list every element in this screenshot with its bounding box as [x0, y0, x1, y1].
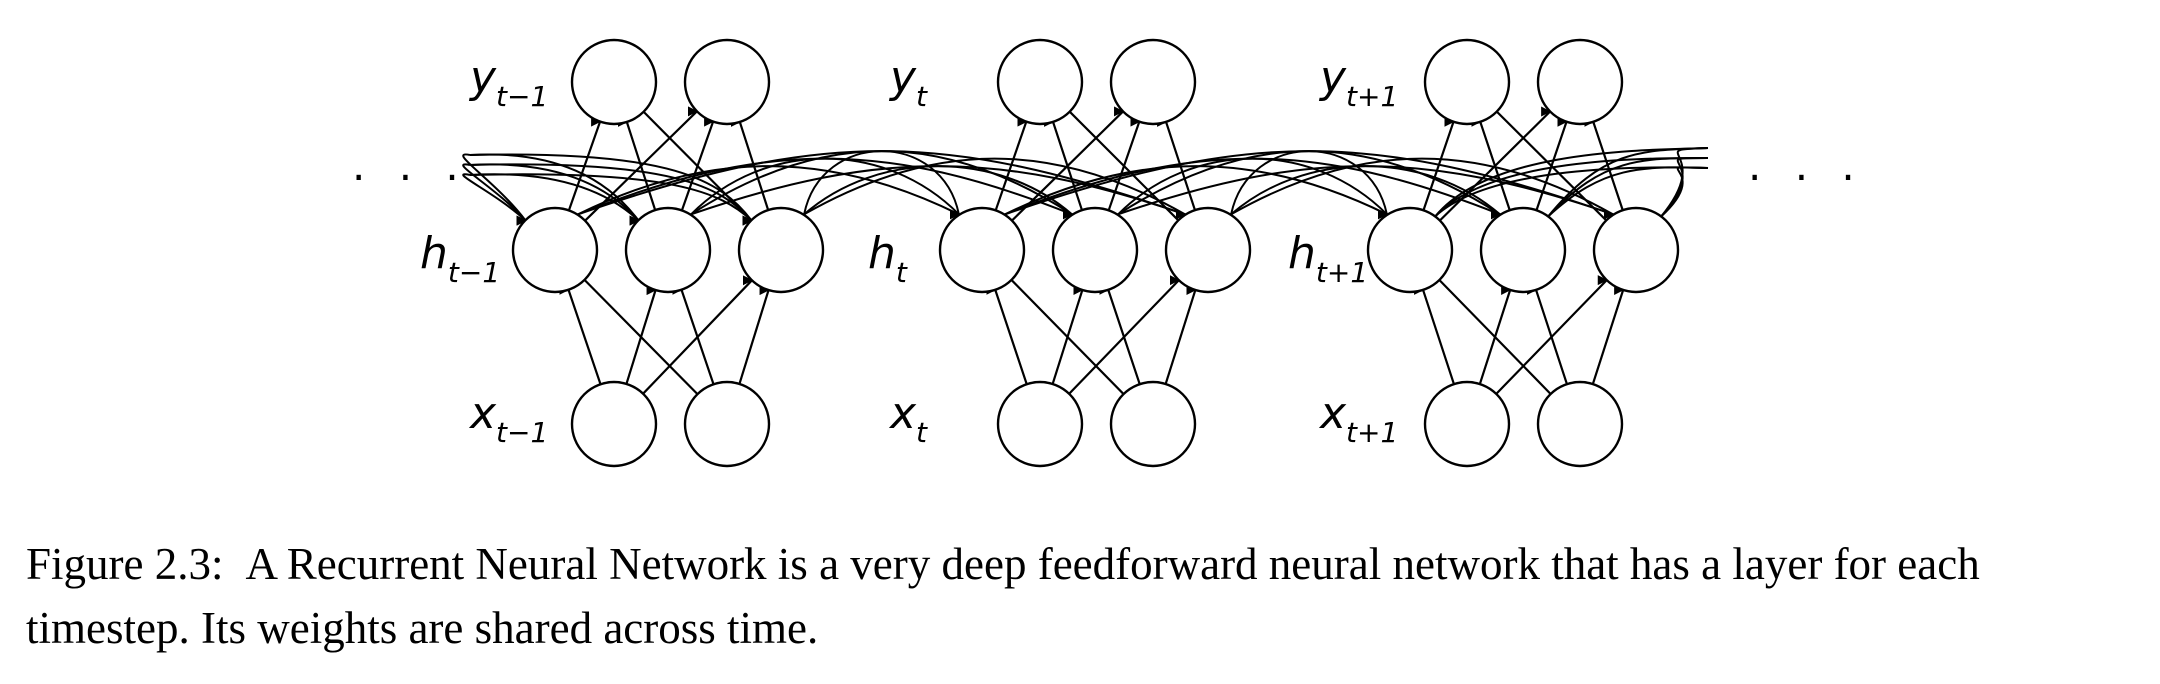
hidden-node-1-1: [1051, 206, 1139, 294]
input-to-hidden-edge: [986, 284, 1028, 385]
y-label-2: yt+1: [1318, 52, 1398, 113]
h-label-1-symbol: h: [868, 228, 896, 279]
input-to-hidden-edge: [1527, 284, 1568, 385]
figure-number: Figure 2.3:: [26, 539, 224, 589]
y-label-1-symbol: y: [888, 52, 917, 103]
input-node-0-0: [570, 380, 658, 468]
input-node-1-0: [996, 380, 1084, 468]
x-label-1: xt: [888, 388, 928, 449]
hidden-node-0-2: [737, 206, 825, 294]
y-label-2-symbol: y: [1318, 52, 1347, 103]
x-label-0-symbol: x: [468, 388, 497, 439]
recurrent-connection-incoming: [462, 153, 527, 226]
input-to-hidden-edge: [738, 285, 770, 385]
recurrent-connection: [1117, 157, 1388, 220]
h-label-0-symbol: h: [420, 228, 448, 279]
h-label-1: ht: [868, 228, 908, 289]
h-label-0-subscript: t−1: [448, 256, 500, 289]
hidden-to-output-edge: [1471, 116, 1511, 211]
input-node-2-1: [1536, 380, 1624, 468]
hidden-to-output-edge: [1044, 116, 1083, 211]
output-node-1-1: [1109, 38, 1197, 126]
hidden-to-output-edge: [1422, 116, 1455, 211]
recurrent-connection-incoming: [462, 173, 527, 226]
hidden-node-1-0: [938, 206, 1026, 294]
hidden-to-output-edge: [617, 116, 657, 211]
y-label-1-subscript: t: [916, 80, 928, 113]
input-to-hidden-edge: [672, 284, 715, 385]
x-label-1-symbol: x: [888, 388, 917, 439]
input-to-hidden-edge: [1414, 284, 1455, 385]
recurrent-edges: [462, 147, 1709, 226]
left-ellipsis: . . .: [352, 141, 469, 190]
recurrent-connection-incoming: [462, 163, 527, 226]
y-label-1: yt: [888, 52, 928, 113]
hidden-node-0-0: [511, 206, 599, 294]
output-node-2-0: [1423, 38, 1511, 126]
input-to-hidden-edge: [1002, 274, 1125, 395]
input-to-hidden-edge: [1164, 285, 1197, 385]
y-label-0: yt−1: [468, 52, 548, 113]
y-label-0-symbol: y: [468, 52, 497, 103]
h-label-2: ht+1: [1288, 228, 1368, 289]
input-node-0-1: [683, 380, 771, 468]
x-label-1-subscript: t: [916, 416, 928, 449]
input-to-hidden-edge: [559, 284, 602, 385]
hidden-to-output-edge: [994, 116, 1028, 211]
input-to-hidden-edge: [575, 274, 699, 395]
y-label-2-subscript: t+1: [1346, 80, 1398, 113]
recurrent-connection-outgoing: [1660, 166, 1709, 218]
recurrent-connection-outgoing: [1660, 157, 1709, 218]
h-label-1-subscript: t: [896, 256, 908, 289]
caption-text: A Recurrent Neural Network is a very dee…: [26, 539, 1980, 653]
input-node-2-0: [1423, 380, 1511, 468]
recurrent-connection-incoming: [469, 173, 753, 226]
hidden-node-0-1: [624, 206, 712, 294]
x-label-0: xt−1: [468, 388, 548, 449]
hidden-to-output-edge: [1060, 106, 1180, 222]
hidden-node-2-0: [1366, 206, 1454, 294]
feedforward-edges: [559, 106, 1625, 395]
input-node-1-1: [1109, 380, 1197, 468]
hidden-to-output-edge: [1584, 116, 1624, 211]
x-label-2: xt+1: [1318, 388, 1398, 449]
recurrent-connection: [803, 157, 1186, 220]
recurrent-connection: [1230, 150, 1388, 220]
recurrent-connection: [803, 150, 960, 220]
network-nodes: [511, 38, 1680, 468]
output-node-0-0: [570, 38, 658, 126]
hidden-node-2-1: [1479, 206, 1567, 294]
input-to-hidden-edge: [1099, 284, 1141, 385]
output-node-2-1: [1536, 38, 1624, 126]
hidden-to-output-edge: [730, 116, 770, 211]
right-ellipsis: . . .: [1748, 141, 1865, 190]
h-label-2-subscript: t+1: [1316, 256, 1368, 289]
hidden-to-output-edge: [634, 106, 753, 221]
h-label-0: ht−1: [420, 228, 500, 289]
hidden-to-output-edge: [1487, 106, 1607, 222]
h-label-2-symbol: h: [1288, 228, 1316, 279]
output-node-0-1: [683, 38, 771, 126]
hidden-to-output-edge: [1157, 116, 1196, 211]
hidden-node-2-2: [1592, 206, 1680, 294]
x-label-2-symbol: x: [1318, 388, 1347, 439]
input-to-hidden-edge: [1591, 284, 1625, 385]
x-label-2-subscript: t+1: [1346, 416, 1398, 449]
input-to-hidden-edge: [1430, 275, 1552, 395]
y-label-0-subscript: t−1: [496, 80, 548, 113]
recurrent-connection-incoming: [469, 153, 753, 226]
figure-caption: Figure 2.3:A Recurrent Neural Network is…: [26, 532, 2136, 660]
x-label-0-subscript: t−1: [496, 416, 548, 449]
output-node-1-0: [996, 38, 1084, 126]
recurrent-connection: [690, 157, 960, 220]
recurrent-connection: [1230, 157, 1614, 220]
hidden-node-1-2: [1164, 206, 1252, 294]
hidden-to-output-edge: [567, 116, 602, 211]
